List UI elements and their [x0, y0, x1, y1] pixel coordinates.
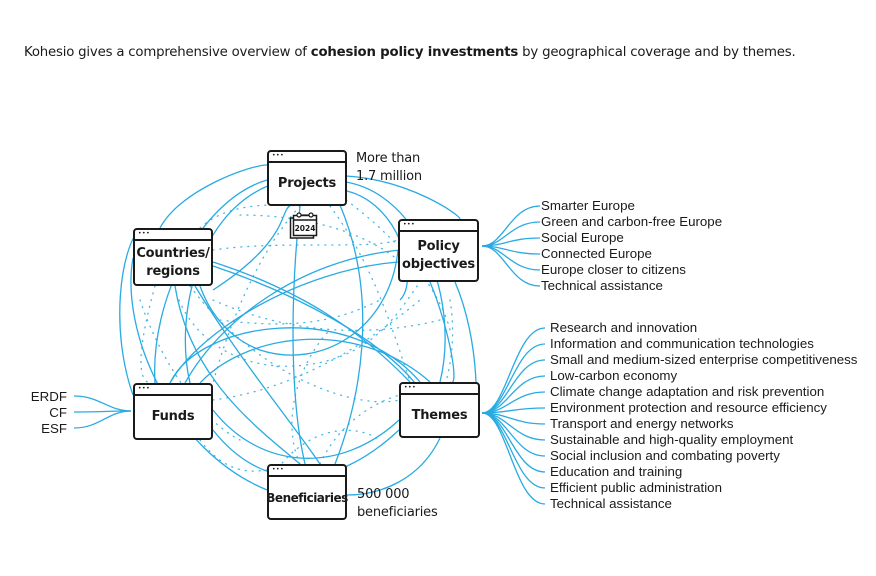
- theme-item: Information and communication technologi…: [550, 336, 814, 351]
- dotted-connection-line: [212, 299, 441, 332]
- fund-item: ERDF: [30, 389, 67, 404]
- theme-item: Education and training: [550, 464, 683, 479]
- dotted-connection-line: [319, 394, 401, 465]
- dotted-connection-line: [239, 214, 421, 283]
- connection-line: [346, 437, 441, 496]
- connection-line: [212, 409, 400, 459]
- countries-regions-label: Countries/regions: [135, 241, 211, 284]
- connection-line: [194, 285, 321, 465]
- theme-item: Low-carbon economy: [550, 368, 678, 383]
- policy-objective-item: Europe closer to citizens: [541, 262, 686, 277]
- dotted-connection-line: [199, 439, 268, 472]
- dotted-connection-line: [199, 204, 301, 229]
- policy-objective-item: Green and carbon-free Europe: [541, 214, 723, 229]
- fund-fan-line: [73, 395, 132, 412]
- theme-fan-line: [481, 327, 546, 414]
- connection-line: [292, 205, 306, 465]
- theme-fan-line: [481, 343, 546, 414]
- policy-label-line-2: objectives: [402, 257, 475, 272]
- projects-note: More than 1.7 million: [356, 150, 422, 186]
- projects-note-line-1: More than: [356, 151, 421, 166]
- theme-item: Environment protection and resource effi…: [550, 400, 827, 415]
- funds-label: Funds: [151, 409, 195, 424]
- policy-objective-item: Social Europe: [541, 230, 624, 245]
- connection-line: [199, 249, 399, 356]
- theme-item: Research and innovation: [550, 320, 698, 335]
- policy-objective-item: Connected Europe: [541, 246, 652, 261]
- countries-label-line-1: Countries/: [136, 245, 210, 261]
- dotted-connection-line: [345, 199, 451, 331]
- policy-fan-line: [481, 237, 541, 247]
- theme-fan-line: [481, 412, 546, 505]
- policy-objective-item: Smarter Europe: [541, 198, 635, 213]
- dotted-connection-line: [409, 299, 454, 441]
- dotted-connection-line: [219, 299, 381, 325]
- intro-bold: cohesion policy investments: [310, 45, 519, 60]
- connection-line: [212, 265, 416, 384]
- dotted-connection-line: [212, 299, 421, 401]
- beneficiaries-note-line-2: beneficiaries: [357, 505, 438, 520]
- window-bar: •••: [401, 384, 478, 395]
- countries-regions-node: ••• Countries/regions: [133, 228, 213, 286]
- fund-item: CF: [49, 405, 67, 420]
- calendar-year: 2024: [295, 224, 316, 233]
- dotted-connection-line: [212, 205, 301, 384]
- connection-line: [345, 175, 461, 220]
- theme-fan-line: [481, 359, 546, 414]
- connection-line: [199, 338, 431, 384]
- beneficiaries-label: Beneficiaries: [266, 490, 348, 505]
- policy-objectives-label: Policy objectives: [400, 232, 477, 280]
- policy-objectives-node: ••• Policy objectives: [398, 219, 479, 282]
- theme-item: Technical assistance: [550, 496, 672, 511]
- beneficiaries-note: 500 000 beneficiaries: [357, 486, 438, 522]
- themes-label: Themes: [411, 407, 468, 423]
- theme-item: Social inclusion and combating poverty: [550, 448, 780, 463]
- beneficiaries-note-line-1: 500 000: [357, 487, 410, 502]
- policy-fan-line: [481, 221, 541, 247]
- projects-node: ••• Projects: [267, 150, 347, 206]
- policy-label-line-1: Policy: [417, 239, 460, 254]
- fan-connectors: [73, 205, 546, 505]
- theme-item: Efficient public administration: [550, 480, 722, 495]
- countries-label-line-2: regions: [146, 263, 200, 279]
- policy-objective-item: Technical assistance: [541, 278, 663, 293]
- funds-node: ••• Funds: [133, 383, 213, 440]
- theme-item: Transport and energy networks: [550, 416, 734, 431]
- policy-fan-line: [481, 245, 541, 271]
- dotted-connection-line: [329, 205, 411, 383]
- dotted-connection-line: [140, 285, 156, 384]
- connection-line: [429, 281, 455, 384]
- beneficiaries-node: ••• Beneficiaries: [266, 464, 348, 520]
- connection-line: [212, 261, 411, 383]
- intro-part-1: Kohesio gives a comprehensive overview o…: [24, 45, 311, 60]
- fund-item: ESF: [41, 421, 67, 436]
- window-bar: •••: [135, 230, 211, 241]
- fund-fan-line: [73, 410, 132, 429]
- intro-text: Kohesio gives a comprehensive overview o…: [24, 44, 796, 62]
- window-bar: •••: [269, 152, 345, 163]
- theme-item: Sustainable and high-quality employment: [550, 432, 794, 447]
- calendar-icon: 2024: [289, 212, 318, 239]
- projects-label: Projects: [277, 175, 337, 191]
- connection-line: [159, 164, 268, 229]
- themes-node: ••• Themes: [399, 382, 480, 438]
- policy-fan-line: [481, 245, 541, 287]
- theme-fan-line: [481, 412, 546, 489]
- theme-item: Climate change adaptation and risk preve…: [550, 384, 825, 399]
- connection-line: [212, 205, 291, 291]
- theme-item: Small and medium-sized enterprise compet…: [550, 352, 858, 367]
- window-bar: •••: [269, 466, 345, 477]
- projects-note-line-2: 1.7 million: [356, 169, 422, 184]
- policy-fan-line: [481, 205, 541, 247]
- window-bar: •••: [400, 221, 477, 232]
- intro-part-2: by geographical coverage and by themes.: [518, 45, 796, 60]
- theme-fan-line: [481, 375, 546, 414]
- window-bar: •••: [135, 385, 211, 396]
- dotted-connection-line: [189, 285, 400, 403]
